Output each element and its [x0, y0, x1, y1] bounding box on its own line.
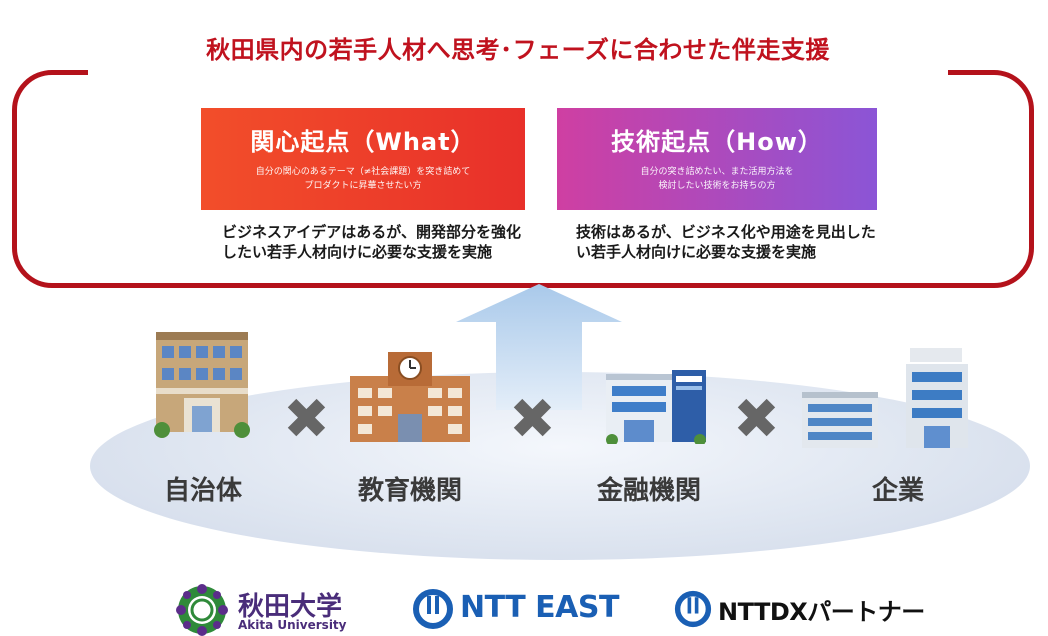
card-what-description: ビジネスアイデアはあるが、開発部分を強化 したい若手人材向けに必要な支援を実施 — [222, 222, 521, 262]
card-how-description: 技術はあるが、ビジネス化や用途を見出した い若手人材向けに必要な支援を実施 — [576, 222, 876, 262]
ntt-dx-logo-icon — [674, 590, 712, 628]
ntt-east-logo-icon — [413, 589, 453, 629]
ntt-east-logo-text: NTT EAST — [460, 590, 619, 625]
card-what: 関心起点（What） 自分の関心のあるテーマ（≠社会課題）を突き詰めて プロダク… — [201, 108, 525, 210]
card-what-title: 関心起点（What） — [250, 128, 476, 156]
cross-icon-2: ✖ — [509, 387, 556, 452]
card-what-subtitle-line2: プロダクトに昇華させたい方 — [304, 181, 422, 191]
cross-icon-3: ✖ — [733, 387, 780, 452]
card-what-desc-line2: したい若手人材向けに必要な支援を実施 — [222, 243, 493, 261]
bank-icon — [606, 370, 706, 444]
card-how-subtitle: 自分の突き詰めたい、また活用方法を 検討したい技術をお持ちの方 — [557, 165, 877, 193]
label-company: 企業 — [872, 476, 925, 506]
card-how-subtitle-line2: 検討したい技術をお持ちの方 — [658, 181, 776, 191]
company-building-icon — [802, 348, 968, 448]
school-icon — [350, 352, 470, 442]
page-title: 秋田県内の若手人材へ思考･フェーズに合わせた伴走支援 — [206, 36, 830, 64]
card-what-desc-line1: ビジネスアイデアはあるが、開発部分を強化 — [222, 223, 521, 241]
card-how-title: 技術起点（How） — [611, 128, 823, 156]
card-what-subtitle-line1: 自分の関心のあるテーマ（≠社会課題）を突き詰めて — [255, 167, 471, 177]
up-arrow-icon — [456, 284, 622, 410]
card-how-desc-line2: い若手人材向けに必要な支援を実施 — [576, 243, 817, 261]
ntt-dx-partner-logo-text: NTTDXパートナー — [718, 598, 925, 626]
card-how-subtitle-line1: 自分の突き詰めたい、また活用方法を — [640, 167, 794, 177]
card-how: 技術起点（How） 自分の突き詰めたい、また活用方法を 検討したい技術をお持ちの… — [557, 108, 877, 210]
city-hall-icon — [154, 332, 250, 438]
card-how-desc-line1: 技術はあるが、ビジネス化や用途を見出した — [576, 223, 876, 241]
akita-university-name-en: Akita University — [238, 618, 347, 632]
akita-university-logo-icon — [176, 584, 228, 636]
akita-university-name: 秋田大学 — [238, 592, 343, 622]
cross-icon-1: ✖ — [283, 387, 330, 452]
label-municipality: 自治体 — [164, 476, 243, 506]
card-what-subtitle: 自分の関心のあるテーマ（≠社会課題）を突き詰めて プロダクトに昇華させたい方 — [201, 165, 525, 193]
label-education: 教育機関 — [358, 476, 463, 506]
label-finance: 金融機関 — [597, 476, 702, 506]
